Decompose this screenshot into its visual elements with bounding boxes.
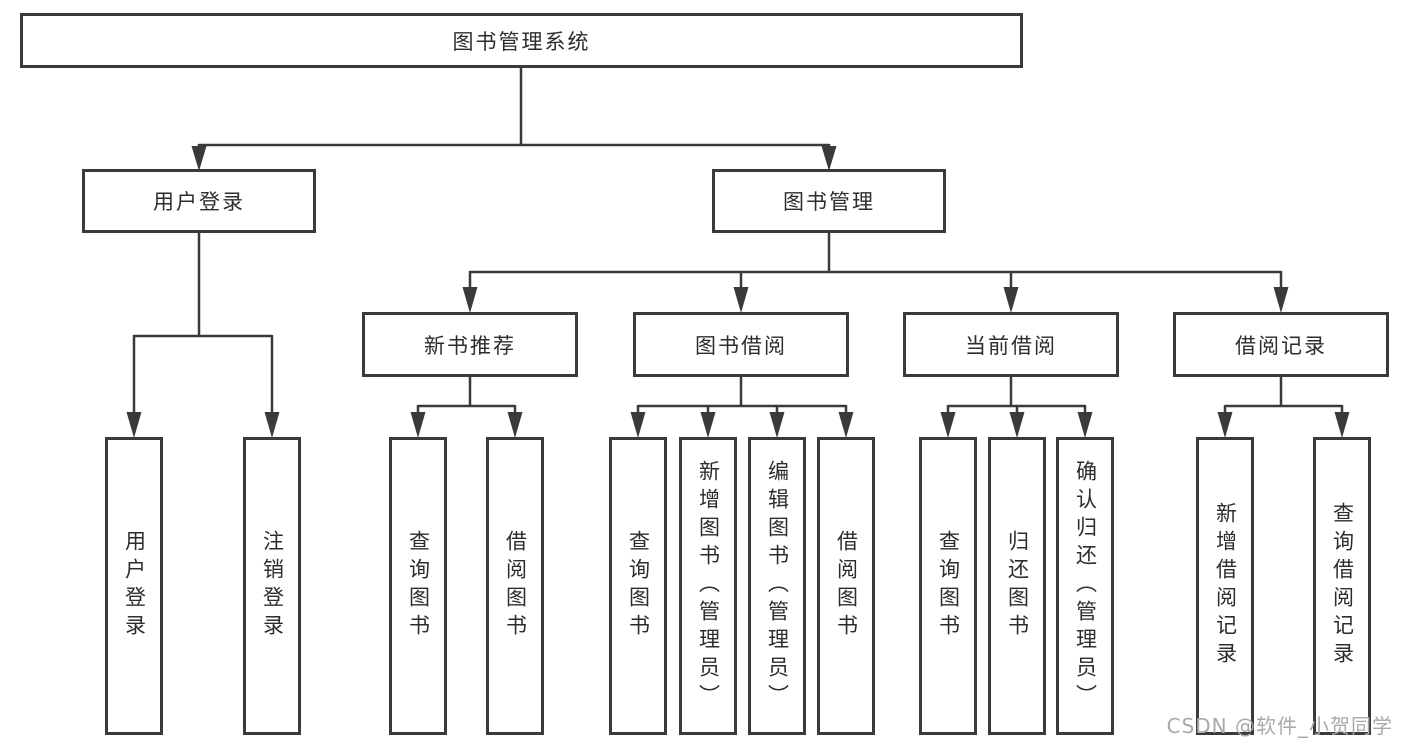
leaf-query-books-current: 查询图书 [919,437,977,735]
node-label: 新书推荐 [424,333,516,358]
connector-book-management-children [462,233,1289,313]
leaf-user-login: 用户登录 [105,437,163,735]
leaf-label: 归还图书 [1005,530,1030,642]
node-book-borrow: 图书借阅 [633,312,849,377]
leaf-edit-book-admin: 编辑图书（管理员） [748,437,806,735]
connector-root-to-level2 [191,68,837,171]
leaf-logout: 注销登录 [243,437,301,735]
node-borrow-records: 借阅记录 [1173,312,1389,377]
leaf-label: 新增借阅记录 [1213,502,1238,670]
leaf-label: 查询图书 [626,530,651,642]
connector-borrow-record-children [1217,377,1350,438]
node-label: 当前借阅 [965,333,1057,358]
connector-current-borrow-children [940,377,1093,438]
leaf-query-books-recommend: 查询图书 [389,437,447,735]
node-user-login: 用户登录 [82,169,316,233]
leaf-query-borrow-record: 查询借阅记录 [1313,437,1371,735]
node-label: 借阅记录 [1235,333,1327,358]
node-label: 图书管理 [783,190,875,214]
node-label: 用户登录 [153,190,245,214]
connector-user-login-children [126,233,280,438]
connector-book-borrow-children [630,377,854,438]
leaf-label: 编辑图书（管理员） [765,460,790,712]
leaf-label: 用户登录 [122,530,147,642]
node-current-borrow: 当前借阅 [903,312,1119,377]
leaf-label: 借阅图书 [503,530,528,642]
node-root-system: 图书管理系统 [20,13,1023,68]
leaf-label: 新增图书（管理员） [696,460,721,712]
node-book-management: 图书管理 [712,169,946,233]
leaf-label: 借阅图书 [834,530,859,642]
leaf-return-book: 归还图书 [988,437,1046,735]
leaf-label: 注销登录 [260,530,285,642]
leaf-add-book-admin: 新增图书（管理员） [679,437,737,735]
node-label: 图书管理系统 [452,29,591,54]
node-new-book-recommend: 新书推荐 [362,312,578,377]
leaf-borrow-books: 借阅图书 [817,437,875,735]
leaf-borrow-books-recommend: 借阅图书 [486,437,544,735]
leaf-label: 查询借阅记录 [1330,502,1355,670]
leaf-add-borrow-record: 新增借阅记录 [1196,437,1254,735]
leaf-confirm-return-admin: 确认归还（管理员） [1056,437,1114,735]
connector-new-book-children [410,377,523,438]
leaf-label: 确认归还（管理员） [1073,460,1098,712]
leaf-label: 查询图书 [406,530,431,642]
csdn-watermark: CSDN @软件_小贺同学 [1166,714,1393,738]
node-label: 图书借阅 [695,333,787,358]
leaf-label: 查询图书 [936,530,961,642]
leaf-query-books-borrow: 查询图书 [609,437,667,735]
